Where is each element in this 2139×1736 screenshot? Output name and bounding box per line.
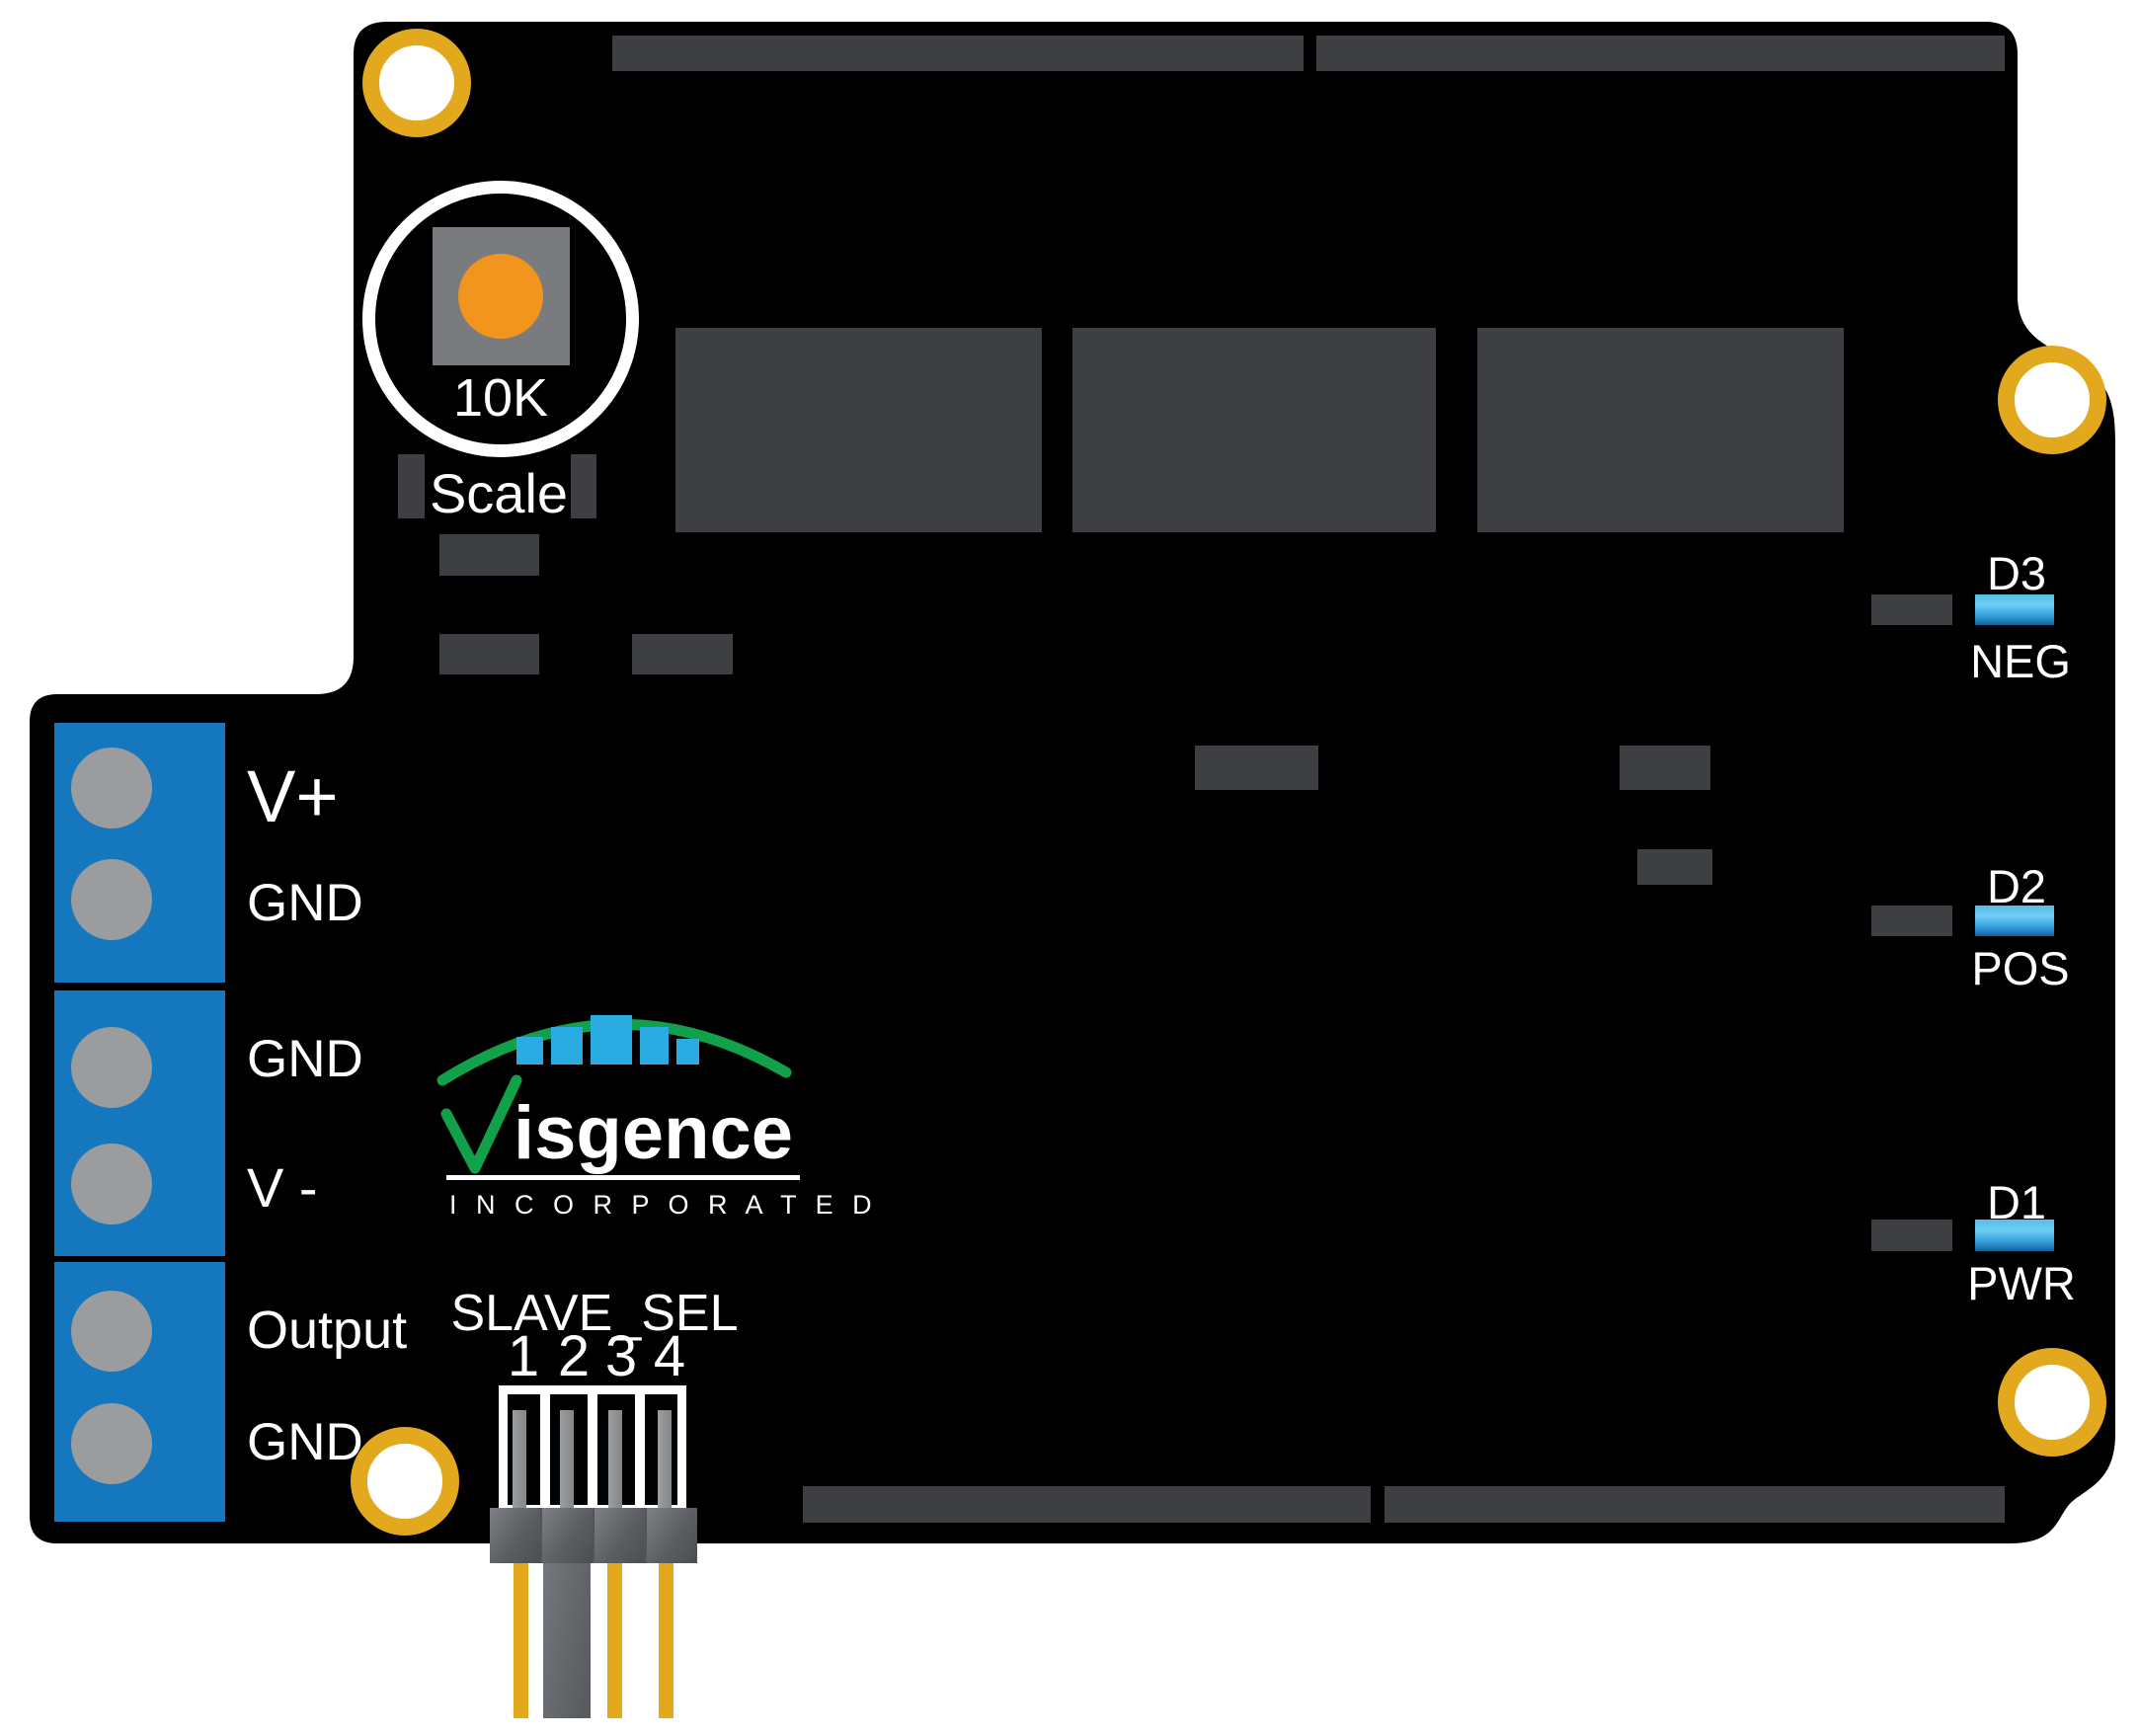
pot-pad-right <box>571 454 596 518</box>
connector-pin-4 <box>658 1410 672 1509</box>
pin-number-3: 3 <box>604 1324 638 1388</box>
connector-divider-1 <box>540 1385 550 1514</box>
terminal-screw-output[interactable] <box>71 1291 152 1372</box>
terminal-label-gnd3: GND <box>247 1413 363 1471</box>
led-d1 <box>1975 1220 2054 1251</box>
pad-small-1 <box>439 634 539 674</box>
pad-center-3 <box>1637 849 1712 885</box>
logo-subtext: I N C O R P O R A T E D <box>449 1190 878 1220</box>
terminal-label-output: Output <box>247 1301 408 1360</box>
pin-number-4: 4 <box>653 1324 686 1388</box>
ic-chip-2 <box>1072 328 1436 532</box>
terminal-label-vplus: V+ <box>247 755 339 837</box>
connector-pin-2 <box>560 1410 574 1509</box>
led-function-d2: POS <box>1971 942 2070 994</box>
logo-bar-icon-5 <box>676 1039 699 1065</box>
connector-plug-segment <box>594 1508 647 1563</box>
logo-underline <box>446 1175 800 1180</box>
pin-number-2: 2 <box>557 1324 591 1388</box>
led-function-d3: NEG <box>1970 635 2071 687</box>
connector-divider-3 <box>635 1385 645 1514</box>
bottom-header-strip-right <box>1385 1486 2005 1523</box>
top-header-strip-left <box>612 36 1304 71</box>
resistor-pad-d1 <box>1871 1220 1952 1251</box>
connector-plug-body[interactable] <box>490 1508 697 1563</box>
pad-small-2 <box>632 634 733 674</box>
logo-bar-icon-1 <box>516 1037 543 1065</box>
wire-gray <box>543 1563 591 1718</box>
bottom-header-strip-left <box>803 1486 1371 1523</box>
connector-pin-3 <box>608 1410 622 1509</box>
connector-plug-segment <box>542 1508 594 1563</box>
led-designator-d2: D2 <box>1986 860 2047 912</box>
pot-pad-bottom <box>439 534 539 576</box>
mounting-hole-bottom-right <box>1998 1348 2106 1457</box>
wire-yellow-3 <box>659 1563 673 1718</box>
potentiometer-scale-label: Scale <box>429 462 569 524</box>
led-designator-d1: D1 <box>1986 1176 2047 1228</box>
ic-chip-3 <box>1477 328 1844 532</box>
pad-center-2 <box>1620 746 1710 790</box>
terminal-label-vminus: V - <box>247 1156 318 1219</box>
terminal-screw-gnd1[interactable] <box>71 859 152 940</box>
terminal-label-gnd1: GND <box>247 874 363 932</box>
terminal-screw-gnd2[interactable] <box>71 1027 152 1108</box>
led-function-d1: PWR <box>1967 1257 2076 1309</box>
potentiometer-value-label: 10K <box>452 368 549 428</box>
connector-pin-1 <box>513 1410 526 1509</box>
terminal-screw-vplus[interactable] <box>71 748 152 829</box>
led-d2 <box>1975 906 2054 936</box>
resistor-pad-d2 <box>1871 906 1952 936</box>
potentiometer-knob[interactable] <box>458 254 543 339</box>
led-d3 <box>1975 594 2054 625</box>
logo-checkmark-icon <box>440 1074 522 1174</box>
connector-divider-2 <box>588 1385 597 1514</box>
top-header-strip-right <box>1316 36 2005 71</box>
led-designator-d3: D3 <box>1986 547 2047 599</box>
pot-pad-left <box>398 454 425 518</box>
logo-bar-icon-3 <box>591 1015 632 1065</box>
ic-chip-1 <box>675 328 1042 532</box>
wire-yellow-2 <box>607 1563 622 1718</box>
pin-number-1: 1 <box>507 1324 540 1388</box>
logo-wordmark: isgence <box>514 1091 794 1175</box>
terminal-label-gnd2: GND <box>247 1030 363 1088</box>
resistor-pad-d3 <box>1871 594 1952 625</box>
logo-bar-icon-4 <box>640 1027 669 1065</box>
terminal-screw-vminus[interactable] <box>71 1144 152 1224</box>
terminal-screw-gnd3[interactable] <box>71 1403 152 1484</box>
pad-center-1 <box>1195 746 1318 790</box>
connector-plug-segment <box>490 1508 542 1563</box>
connector-plug-segment <box>647 1508 697 1563</box>
slave-sel-label: SLAVE_SEL <box>450 1285 739 1342</box>
wire-yellow-1 <box>514 1563 528 1718</box>
logo-bar-icon-2 <box>551 1027 583 1065</box>
